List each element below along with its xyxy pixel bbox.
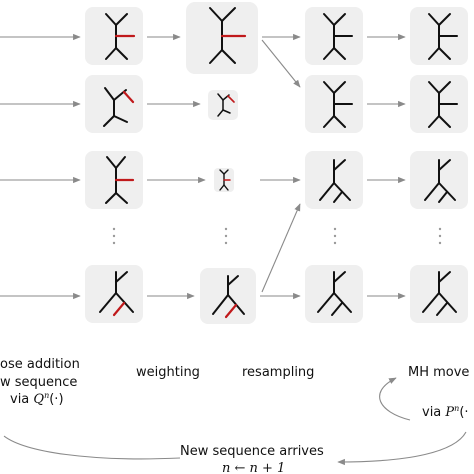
new-sequence-loop-right	[337, 431, 467, 466]
mh-tile-row1	[410, 7, 468, 65]
ellipsis-resampling	[333, 227, 337, 245]
resampling-label: resampling	[242, 365, 314, 380]
mh-tile-row3	[410, 151, 468, 209]
tree-icon	[323, 13, 353, 60]
mh-tile-row2	[410, 75, 468, 133]
propose-tile-row4	[85, 265, 143, 323]
tree-icon	[105, 13, 136, 60]
new-edge	[112, 301, 126, 317]
tree-icon	[103, 87, 135, 127]
new-sequence-label: New sequence arrives	[180, 444, 324, 459]
tree-icon	[422, 271, 457, 316]
weighting-tile-row4	[200, 268, 256, 324]
tree-icon	[317, 271, 352, 316]
tree-icon	[209, 7, 247, 64]
propose-label-line1: ose addition	[0, 357, 80, 372]
tree-icon	[319, 159, 351, 203]
arrow-row4-resample-up	[261, 203, 301, 293]
propose-tile-row2	[85, 75, 143, 133]
tree-icon	[428, 81, 458, 128]
propose-label-line3: via Qn(·)	[10, 391, 64, 407]
mh-move-label: MH move	[408, 365, 469, 380]
resampled-tile-row1	[305, 7, 363, 65]
propose-tile-row3	[85, 151, 143, 209]
ellipsis-weighting	[224, 227, 228, 245]
tree-icon	[428, 13, 458, 60]
tree-icon	[105, 156, 135, 204]
propose-tile-row1	[85, 7, 143, 65]
weighting-label: weighting	[136, 365, 200, 380]
resampled-tile-row3	[305, 151, 363, 209]
mh-loop-arc	[379, 377, 411, 421]
ellipsis-mh	[438, 227, 442, 245]
new-edge	[224, 303, 238, 319]
tree-icon	[99, 271, 134, 317]
weighting-tile-row3	[214, 168, 234, 192]
weighting-tile-row2	[208, 90, 238, 120]
tree-icon	[323, 81, 353, 128]
new-sequence-loop-left	[3, 435, 181, 460]
tree-icon	[424, 159, 456, 203]
new-edge	[227, 95, 235, 103]
resampled-tile-row2	[305, 75, 363, 133]
propose-label-line2: w sequence	[0, 375, 77, 390]
tree-icon	[219, 169, 231, 191]
mh-via-label: via Pn(·	[422, 404, 469, 420]
ellipsis-propose	[112, 227, 116, 245]
arrow-row1-resample-down	[261, 39, 301, 88]
weighting-tile-row1	[186, 2, 258, 74]
mh-tile-row4	[410, 265, 468, 323]
tree-icon	[212, 275, 245, 319]
resampled-tile-row4	[305, 265, 363, 323]
new-edge	[122, 90, 135, 104]
update-rule-label: n ← n + 1	[222, 461, 285, 474]
tree-icon	[217, 93, 235, 117]
